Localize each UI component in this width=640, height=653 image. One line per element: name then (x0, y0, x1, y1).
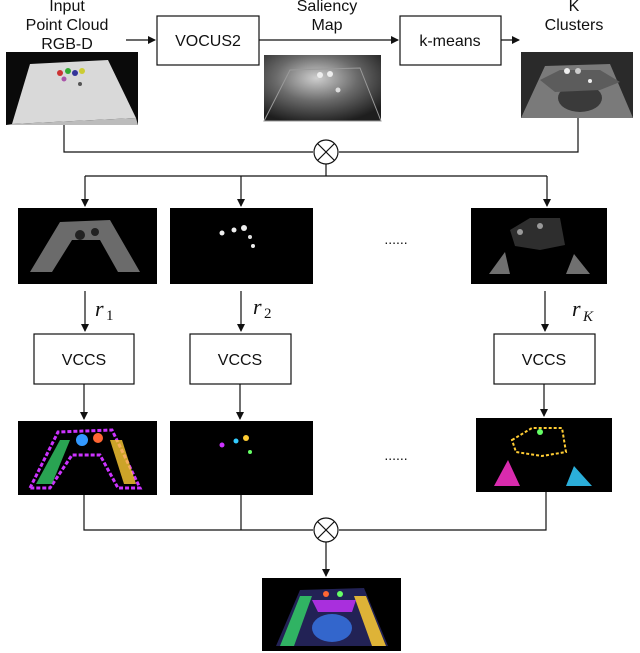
clusters-label-line2: Clusters (545, 17, 604, 34)
param-r1-sub: 1 (106, 308, 114, 324)
saliency-label-line1: Saliency (297, 0, 357, 15)
cluster-mask-k (471, 208, 607, 284)
saliency-map-image (263, 55, 382, 122)
vccs-label-2: VCCS (218, 352, 262, 369)
param-r1-base: r (95, 296, 104, 321)
vccs-box-1 (33, 333, 135, 385)
param-r2-sub: 2 (264, 306, 272, 322)
input-label-line1: Input (49, 0, 85, 15)
ellipsis-top: ...... (384, 231, 407, 247)
vccs-box-k (493, 333, 596, 385)
cluster-mask-1 (18, 208, 157, 284)
kmeans-box (399, 15, 502, 66)
final-output-image (262, 578, 401, 651)
supervoxel-image-k (476, 418, 612, 492)
kmeans-label: k-means (419, 33, 480, 50)
param-r2-base: r (253, 294, 262, 319)
input-label-line3: RGB-D (41, 36, 93, 53)
input-rgbd-image (6, 52, 138, 125)
input-label-line2: Point Cloud (26, 17, 109, 34)
saliency-label-line2: Map (311, 17, 342, 34)
vccs-box-2 (189, 333, 292, 385)
line-svk-to-combine (339, 492, 547, 531)
cluster-mask-2 (170, 208, 313, 284)
param-rk-base: r (572, 296, 581, 321)
vccs-label-k: VCCS (522, 352, 566, 369)
line-sv1-to-combine (83, 495, 313, 531)
vocus2-box (156, 15, 260, 66)
line-clusters-to-combine (339, 118, 579, 153)
multiply-node-top (313, 139, 339, 165)
clusters-label-line1: K (569, 0, 580, 15)
supervoxel-image-1 (18, 421, 157, 495)
multiply-node-bottom (313, 517, 339, 543)
param-rk-sub: K (582, 309, 594, 325)
supervoxel-image-2 (170, 421, 313, 495)
line-input-to-combine (63, 125, 313, 153)
ellipsis-bottom: ...... (384, 447, 407, 463)
k-clusters-image (521, 52, 633, 118)
vocus2-label: VOCUS2 (175, 33, 241, 50)
vccs-label-1: VCCS (62, 352, 106, 369)
